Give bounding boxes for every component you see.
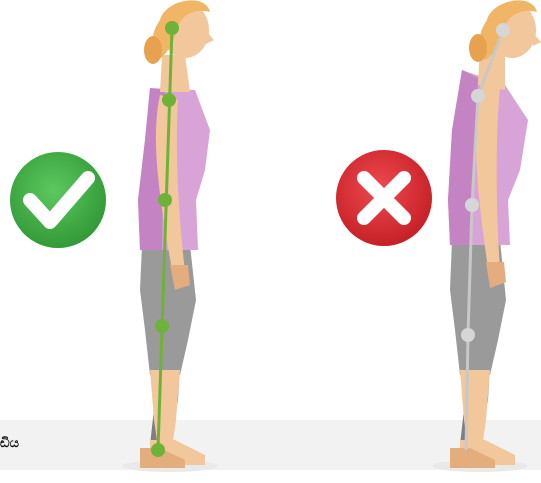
x-mark-icon (336, 150, 432, 246)
checkmark-icon (10, 152, 106, 248)
bad-posture-figure (432, 0, 541, 472)
good-posture-figure (122, 0, 218, 472)
